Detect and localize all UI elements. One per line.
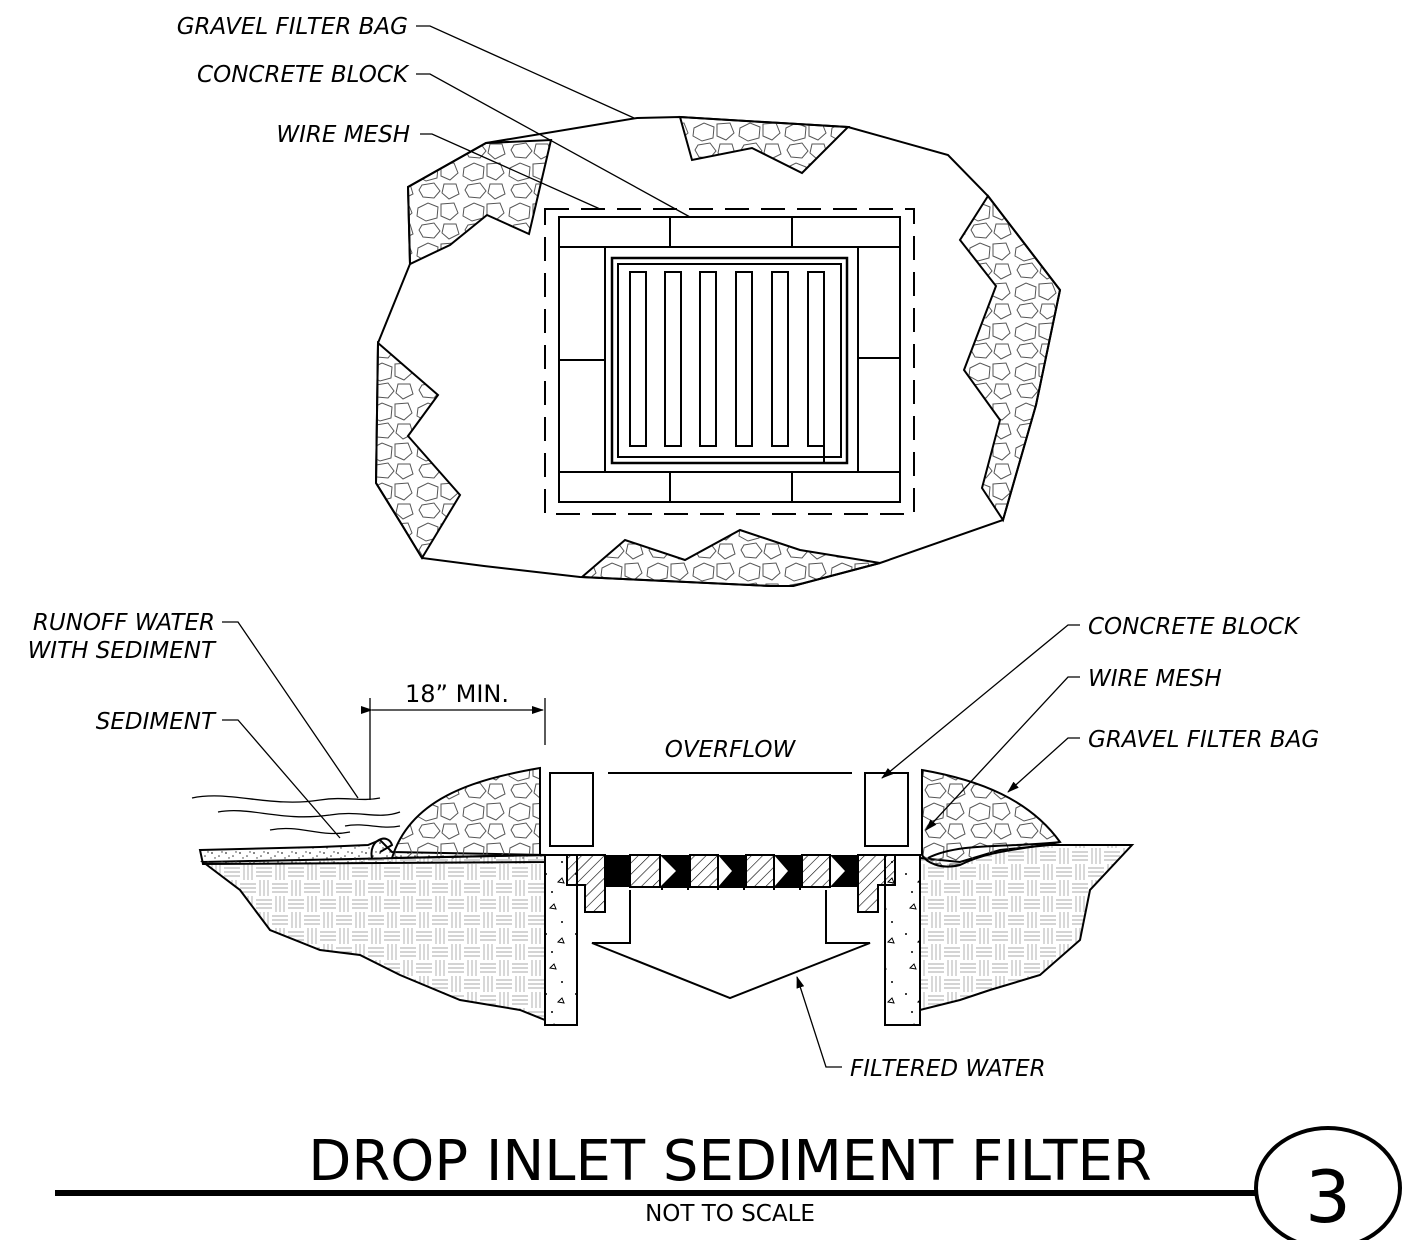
detail-number-circle: [1254, 1126, 1402, 1240]
leader-plan-wire-mesh: [420, 133, 601, 210]
label-runoff-water-line2: WITH SEDIMENT: [28, 638, 217, 664]
plan-grate-slots: [629, 271, 825, 447]
plan-rock-zone-bottom: [579, 528, 881, 587]
leader-runoff-water: [222, 621, 359, 799]
label-runoff-water-line1: RUNOFF WATER: [33, 610, 215, 636]
scale-note: NOT TO SCALE: [645, 1201, 815, 1227]
grate-bar-notch: [830, 855, 858, 887]
grate-slot: [771, 271, 789, 447]
dimension-label: 18” MIN.: [405, 680, 509, 708]
leader-section-wire-mesh: [925, 676, 1080, 831]
label-overflow: OVERFLOW: [665, 737, 797, 763]
section-filtered-flow-arrow: [591, 890, 871, 1000]
grate-bar: [689, 854, 719, 888]
plan-rock-zone-left: [374, 340, 462, 560]
leader-section-concrete-block: [881, 624, 1080, 779]
grate-bar-notch: [660, 855, 690, 887]
section-runoff-water: [344, 824, 401, 828]
grate-slot: [629, 271, 647, 447]
label-filtered-water: FILTERED WATER: [850, 1056, 1046, 1082]
grate-bar-notch: [718, 855, 746, 887]
grate-bar: [629, 854, 661, 888]
plan-rock-zone-top-left: [406, 138, 553, 266]
section-grate-angle-right: [857, 854, 896, 913]
section-soil-left: [200, 853, 546, 1022]
grate-slot: [664, 271, 682, 447]
grate-bar-cap: [605, 855, 630, 887]
section-runoff-water: [191, 795, 381, 803]
plan-inlet-grate-frame: [610, 256, 849, 465]
title-block: DROP INLET SEDIMENT FILTER NOT TO SCALE …: [55, 1126, 1402, 1240]
leader-section-gravel-bag: [1007, 737, 1080, 793]
section-soil-right: [919, 844, 1135, 1012]
section-gravel-bag-right: [921, 768, 1062, 868]
grate-bar: [801, 854, 831, 888]
label-plan-concrete-block: CONCRETE BLOCK: [197, 62, 410, 88]
section-view: 18” MIN. OVERFLOW RUNOFF WATER WITH SEDI…: [28, 610, 1320, 1082]
drawing-title: DROP INLET SEDIMENT FILTER: [308, 1129, 1152, 1194]
plan-concrete-block-ring: [558, 216, 901, 503]
grate-slot: [735, 271, 753, 447]
section-concrete-block-left: [549, 772, 594, 847]
plan-inlet-grate: [617, 263, 842, 458]
leader-plan-gravel-bag: [416, 25, 635, 119]
grate-bar: [745, 854, 775, 888]
leader-sediment: [222, 719, 341, 839]
grate-slot: [807, 271, 825, 447]
section-runoff-water: [269, 827, 351, 835]
plan-rock-zone-top: [678, 115, 851, 175]
leader-plan-concrete-block: [416, 73, 691, 218]
plan-wire-mesh: [544, 208, 915, 515]
detail-number: 3: [1305, 1155, 1351, 1239]
label-sediment: SEDIMENT: [96, 709, 217, 735]
label-section-gravel-filter-bag: GRAVEL FILTER BAG: [1088, 727, 1319, 753]
plan-view: GRAVEL FILTER BAG CONCRETE BLOCK WIRE ME…: [177, 14, 1062, 587]
section-gravel-bag-left: [390, 766, 541, 860]
grate-bar-notch: [774, 855, 802, 887]
label-plan-wire-mesh: WIRE MESH: [276, 122, 410, 148]
section-sediment-mound: [370, 837, 394, 859]
grate-slot: [699, 271, 717, 447]
leader-filtered-water: [796, 976, 842, 1068]
label-plan-gravel-filter-bag: GRAVEL FILTER BAG: [177, 14, 408, 40]
label-section-wire-mesh: WIRE MESH: [1088, 666, 1222, 692]
label-section-concrete-block: CONCRETE BLOCK: [1088, 614, 1301, 640]
section-concrete-block-right: [864, 772, 909, 847]
plan-rock-zone-right: [958, 194, 1062, 523]
section-runoff-water: [217, 809, 401, 818]
section-wire-mesh-right: [927, 841, 1061, 859]
